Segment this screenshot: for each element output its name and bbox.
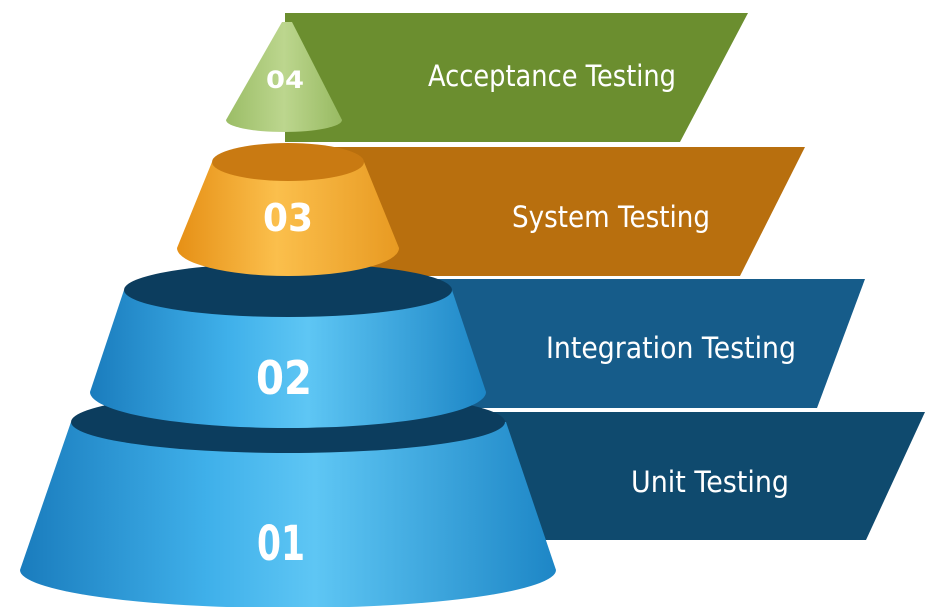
tier-number-04: 04 bbox=[266, 66, 304, 94]
banner-system-testing bbox=[300, 147, 805, 276]
banner-label-integration-testing: Integration Testing bbox=[546, 331, 796, 365]
banner-label-acceptance-testing: Acceptance Testing bbox=[428, 59, 676, 93]
banner-acceptance-testing bbox=[285, 13, 748, 142]
cone-tier-03 bbox=[177, 143, 399, 276]
cone-tier-04 bbox=[226, 22, 342, 132]
tier-number-03: 03 bbox=[263, 196, 313, 240]
tier-number-02: 02 bbox=[256, 351, 312, 405]
banner-label-unit-testing: Unit Testing bbox=[631, 465, 789, 499]
cone-tier-02 bbox=[90, 263, 486, 428]
banner-label-system-testing: System Testing bbox=[512, 200, 710, 234]
tier-number-01: 01 bbox=[257, 516, 305, 572]
